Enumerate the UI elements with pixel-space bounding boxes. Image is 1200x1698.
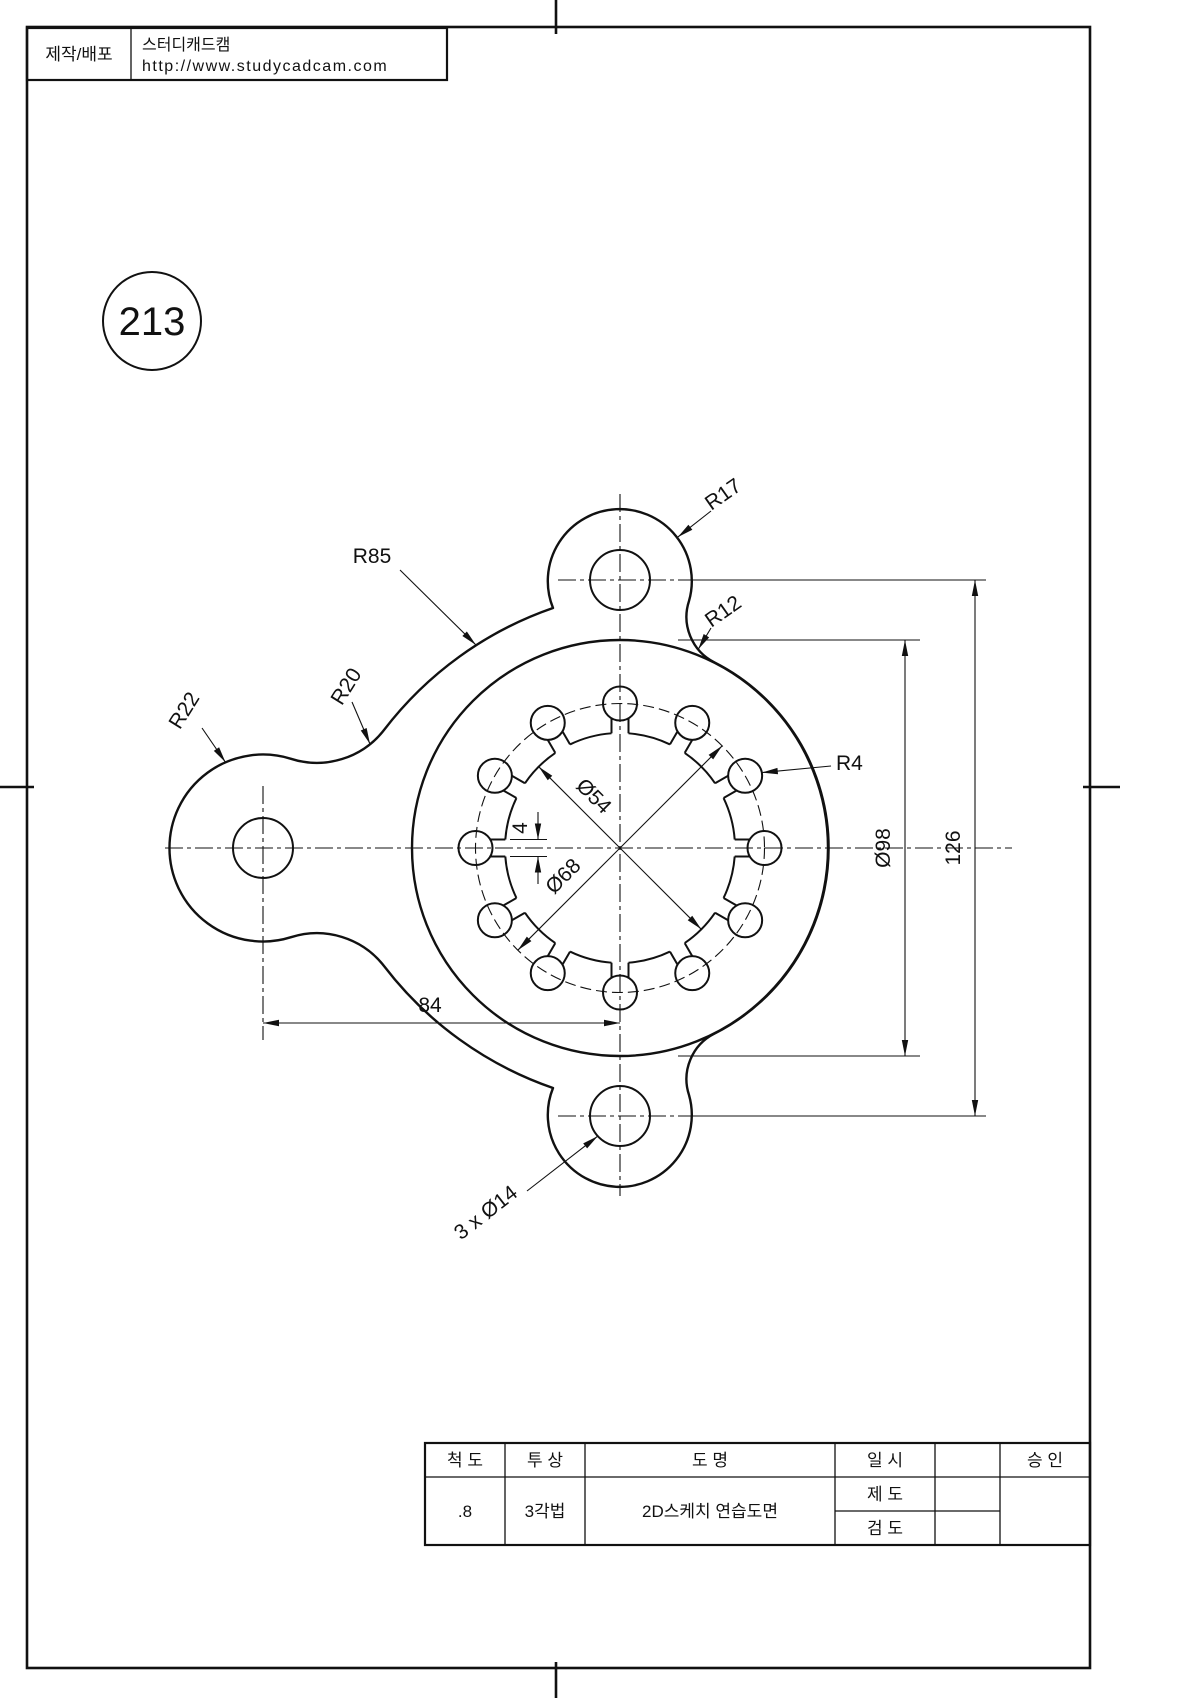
dim-r17-label: R17	[701, 474, 746, 515]
dim-d98-label: Ø98	[872, 828, 895, 868]
titleblock-border	[423, 1441, 1092, 1547]
dim-r12-label: R12	[701, 591, 746, 632]
titleblock-scale-value: .8	[458, 1502, 472, 1521]
publisher-name: 스터디캐드캠	[142, 36, 230, 54]
center-lines	[165, 494, 1012, 1196]
dim-holes-label: 3 x Ø14	[450, 1181, 522, 1245]
titleblock-name-value: 2D스케치 연습도면	[642, 1502, 778, 1521]
titleblock-draft-label: 제 도	[867, 1485, 903, 1504]
titleblock-grid	[425, 1443, 1090, 1545]
dimensions: R85 R17 R12 R20 R22 R4 Ø54 Ø68 4 84 126 …	[165, 474, 986, 1245]
title-block: 척 도 투 상 도 명 일 시 승 인 제 도 검 도 .8 3각법 2D스케치…	[423, 1441, 1092, 1547]
pitch-circle	[474, 702, 766, 994]
boss-circle	[410, 638, 830, 1058]
publisher-box-border	[25, 26, 449, 82]
balloon-circle	[102, 271, 202, 371]
bore-features	[457, 685, 783, 1011]
bolt-hole-top	[589, 549, 651, 611]
dim-r20-label: R20	[327, 664, 367, 709]
dim-84-label: 84	[418, 994, 442, 1017]
dim-slot-label: 4	[509, 822, 532, 834]
publisher-box: 제작/배포 스터디캐드캠 http://www.studycadcam.com	[25, 26, 449, 82]
titleblock-name-label: 도 명	[692, 1451, 728, 1470]
dim-d54-label: Ø54	[571, 774, 616, 819]
titleblock-projection-label: 투 상	[527, 1451, 563, 1470]
bolt-hole-left	[232, 817, 294, 879]
dim-r4-label: R4	[836, 752, 863, 775]
sheet-border	[25, 25, 1092, 1670]
dim-d68-label: Ø68	[541, 854, 585, 898]
dim-d68-line	[517, 745, 723, 951]
dimension-arrows	[213, 524, 979, 1149]
publisher-url: http://www.studycadcam.com	[142, 58, 388, 75]
leader-r85	[399, 569, 477, 646]
titleblock-approve-label: 승 인	[1027, 1451, 1063, 1470]
titleblock-check-label: 검 도	[867, 1519, 903, 1538]
titleblock-scale-label: 척 도	[447, 1451, 483, 1470]
titleblock-projection-value: 3각법	[525, 1502, 566, 1521]
part-drawing	[168, 507, 830, 1189]
titleblock-date-label: 일 시	[867, 1451, 903, 1470]
balloon-number: 213	[119, 300, 186, 344]
flange-outline	[168, 507, 830, 1189]
dim-126-label: 126	[942, 830, 965, 865]
drawing-number-balloon: 213	[102, 271, 202, 371]
publisher-label: 제작/배포	[45, 45, 112, 64]
dim-r85-label: R85	[353, 545, 392, 568]
dim-r22-label: R22	[165, 688, 205, 733]
bolt-hole-bottom	[589, 1085, 651, 1147]
